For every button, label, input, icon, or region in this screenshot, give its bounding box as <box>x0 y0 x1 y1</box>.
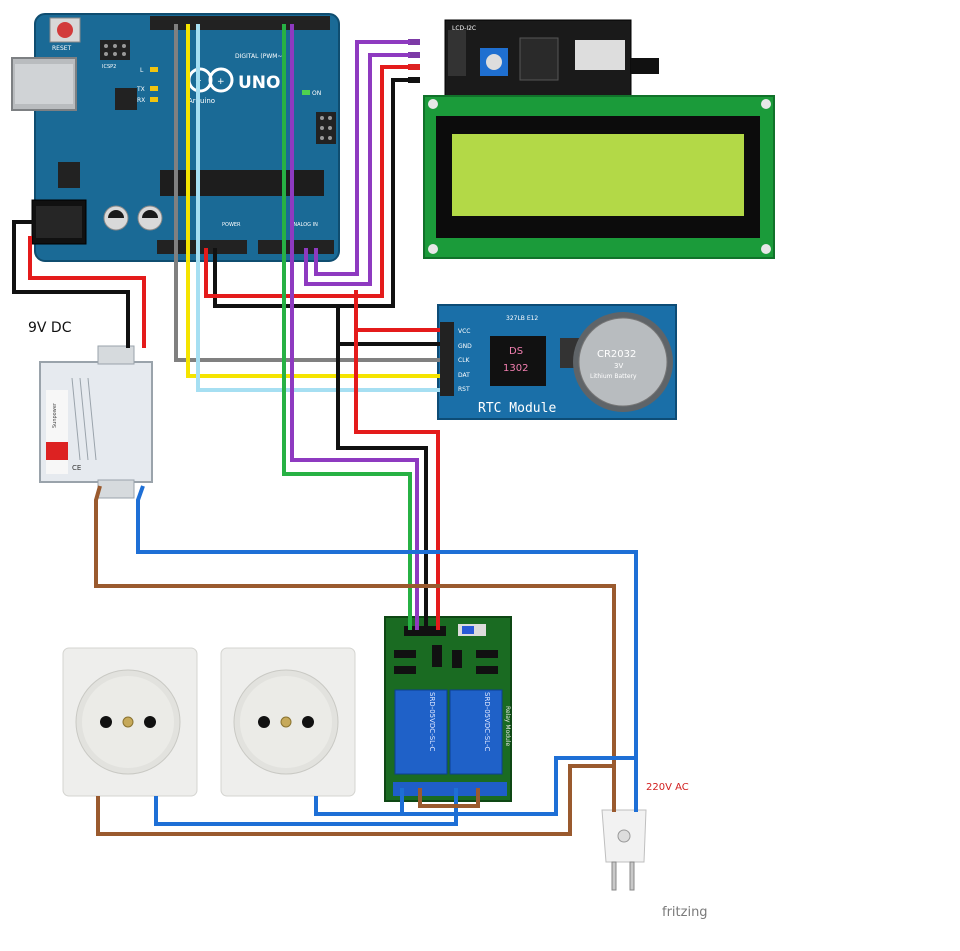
wire-i2c-red <box>204 65 410 298</box>
icsp2-label: ICSP2 <box>102 64 116 70</box>
rtc-chip <box>490 336 546 386</box>
psu-label-lines <box>71 377 97 461</box>
power-label: POWER <box>222 222 241 228</box>
svg-text:+: + <box>217 77 225 87</box>
lcd-i2c-pins <box>408 39 420 83</box>
relay-2-text: SRD-05VDC-SL-C <box>483 692 491 751</box>
rtc-pin-header <box>440 322 454 396</box>
arduino-logo-text: Arduino <box>188 97 215 105</box>
wires <box>12 24 638 836</box>
lcd-16x2-display <box>423 95 775 259</box>
rtc-top-code: 327LB E12 <box>506 315 538 322</box>
wire-i2c-purple-2 <box>314 40 410 276</box>
icsp2-header <box>100 40 130 60</box>
battery-line1: CR2032 <box>597 349 636 360</box>
voltage-regulator <box>58 162 80 188</box>
psu-ce-mark: CE <box>72 464 81 472</box>
relay-output-terminal <box>393 782 507 796</box>
lcd-screen <box>452 134 744 216</box>
wire-relay-blue-out <box>400 756 636 816</box>
wire-relay-red <box>354 330 440 630</box>
led-label-tx: TX <box>136 86 145 93</box>
battery-line3: Lithium Battery <box>590 373 637 380</box>
wire-rtc-lightblue <box>196 24 440 392</box>
rtc-title: RTC Module <box>478 401 556 416</box>
relay-module: SRD-05VDC-SL-C SRD-05VDC-SL-C Relay Modu… <box>384 616 512 802</box>
analog-header <box>258 240 334 254</box>
wire-relay-black <box>336 344 428 630</box>
ac-plug <box>601 809 647 891</box>
relay-input-header <box>404 626 446 636</box>
wire-relay-purple <box>290 24 419 630</box>
wire-i2c-black <box>213 78 410 308</box>
relay-2 <box>449 689 503 775</box>
lcd-i2c-backpack: LCD-I2C <box>444 19 659 99</box>
capacitors <box>103 205 163 231</box>
ac-voltage-label: 220V AC <box>646 782 689 793</box>
wire-socket-brown <box>96 764 614 836</box>
battery-line2: 3V <box>614 362 623 370</box>
wall-socket-1 <box>62 647 198 797</box>
wire-rtc-black <box>336 306 440 346</box>
fritzing-watermark: fritzing <box>662 905 708 920</box>
rtc-chip-line1: DS <box>509 346 523 357</box>
relay-1 <box>394 689 448 775</box>
relay-side-text: Relay Module <box>504 706 511 747</box>
wire-i2c-purple-1 <box>304 53 410 286</box>
rtc-pin-dat: DAT <box>458 372 470 379</box>
analog-label: ANALOG IN <box>290 222 318 228</box>
wire-dc-black <box>12 220 130 348</box>
reset-label: RESET <box>52 45 72 52</box>
led-label-rx: RX <box>137 97 145 104</box>
led-label-l: L <box>140 67 144 74</box>
wire-ac-brown <box>94 485 616 812</box>
digital-label: DIGITAL (PWM~) <box>235 53 285 60</box>
wall-socket-2 <box>220 647 356 797</box>
arduino-brand: UNO <box>238 73 280 93</box>
usb-chip <box>115 88 137 110</box>
power-header <box>157 240 247 254</box>
wire-ac-blue <box>136 485 638 812</box>
power-supply-module: Sunpower CE <box>39 345 153 499</box>
on-label: ON <box>312 90 321 97</box>
rtc-pin-clk: CLK <box>458 357 471 364</box>
coin-battery: CR2032 3V Lithium Battery <box>573 312 673 412</box>
wire-relay-com-brown <box>418 788 480 808</box>
relay-1-text: SRD-05VDC-SL-C <box>428 692 436 751</box>
wire-rtc-gray <box>174 24 440 362</box>
lcd-backpack-label: LCD-I2C <box>452 25 476 32</box>
status-leds: L TX RX ON <box>136 67 321 104</box>
psu-brand: Sunpower <box>52 402 58 428</box>
rtc-module: 327LB E12 VCC GND CLK DAT RST DS 1302 CR… <box>437 304 677 420</box>
rtc-chip-line2: 1302 <box>503 363 528 374</box>
dc-voltage-label: 9V DC <box>28 320 72 336</box>
icsp-header <box>316 112 336 144</box>
rtc-pin-vcc: VCC <box>458 328 470 335</box>
wire-dc-red <box>28 236 146 348</box>
rtc-pin-rst: RST <box>458 386 470 393</box>
rtc-pin-gnd: GND <box>458 343 472 350</box>
atmega-chip <box>160 170 324 196</box>
